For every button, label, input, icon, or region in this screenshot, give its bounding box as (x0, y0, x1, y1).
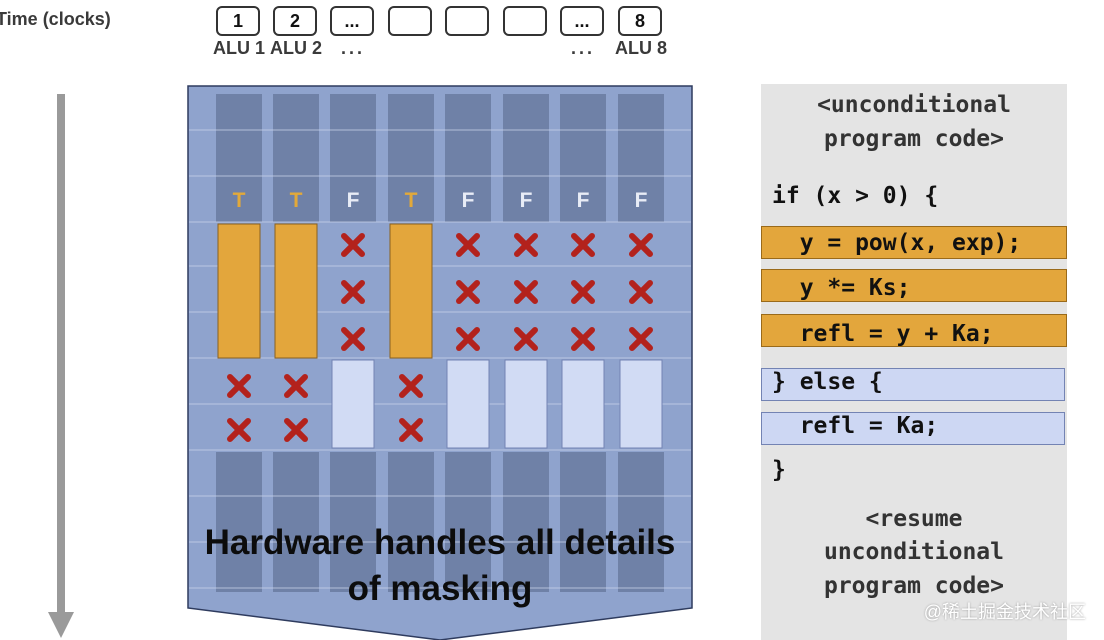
code-close-line: } (772, 457, 786, 483)
lane-if-masked-7-2 (571, 280, 595, 304)
lane-else-masked-2-2 (284, 418, 308, 442)
alu-box-1: 1 (216, 6, 260, 36)
code-stmt2: y *= Ks; (772, 275, 911, 301)
lane-idle-top-3 (330, 94, 376, 222)
alu-box-6 (503, 6, 547, 36)
alu-label-2: ALU 2 (269, 38, 322, 58)
lane-else-active-7 (561, 359, 605, 449)
lane-idle-top-4 (388, 94, 434, 222)
code-footer-2: unconditional (823, 539, 1004, 565)
lane-idle-top-2 (273, 94, 319, 222)
lane-condition-8: F (635, 189, 648, 212)
alu-box-3: ... (330, 6, 374, 36)
alu-box-7: ... (560, 6, 604, 36)
lane-if-masked-8-3 (629, 327, 653, 351)
lane-else-masked-1-2 (227, 418, 251, 442)
alu-box-2: 2 (273, 6, 317, 36)
lane-idle-top-8 (618, 94, 664, 222)
lane-else-masked-4-1 (399, 374, 423, 398)
lane-else-masked-4-2 (399, 418, 423, 442)
lane-idle-bottom-8 (618, 452, 664, 592)
lane-if-active-1 (217, 223, 261, 359)
lane-idle-bottom-5 (445, 452, 491, 592)
lane-if-masked-3-2 (341, 280, 365, 304)
lane-condition-5: F (462, 189, 475, 212)
lane-else-masked-1-1 (227, 374, 251, 398)
lane-idle-bottom-1 (216, 452, 262, 592)
gridlines (189, 129, 691, 589)
lane-if-active-4 (389, 223, 433, 359)
lane-if-masked-8-2 (629, 280, 653, 304)
highlight-else (761, 368, 1065, 401)
lane-columns (216, 94, 664, 592)
code-else-line: } else { (772, 369, 883, 395)
code-footer-1: <resume (865, 506, 963, 532)
lane-condition-6: F (520, 189, 533, 212)
code-stmt1: y = pow(x, exp); (772, 230, 1022, 256)
alu-box-5 (445, 6, 489, 36)
lane-idle-top-6 (503, 94, 549, 222)
lane-else-active-8 (619, 359, 663, 449)
lane-idle-top-5 (445, 94, 491, 222)
lane-if-masked-8-1 (629, 233, 653, 257)
highlight-stmt4 (761, 412, 1065, 445)
lane-if-masked-6-1 (514, 233, 538, 257)
lane-if-masked-3-3 (341, 327, 365, 351)
lane-else-active-3 (331, 359, 375, 449)
lane-condition-4: T (405, 189, 418, 212)
lane-if-masked-5-3 (456, 327, 480, 351)
lane-condition-7: F (577, 189, 590, 212)
lane-if-masked-7-3 (571, 327, 595, 351)
lane-condition-1: T (233, 189, 246, 212)
highlight-stmt2 (761, 269, 1067, 302)
lane-else-masked-2-1 (284, 374, 308, 398)
lane-idle-bottom-7 (560, 452, 606, 592)
lane-if-masked-7-1 (571, 233, 595, 257)
highlight-stmt3 (761, 314, 1067, 347)
lane-if-active-2 (274, 223, 318, 359)
code-header-1: <unconditional (817, 92, 1011, 118)
lane-else-active-5 (446, 359, 490, 449)
lane-else-active-6 (504, 359, 548, 449)
alu-box-8: 8 (618, 6, 662, 36)
lane-if-masked-5-2 (456, 280, 480, 304)
masking-caption: Hardware handles all details of masking (188, 520, 692, 612)
watermark: @稀土掘金技术社区 (923, 602, 1086, 622)
time-axis-label: Time (clocks) (0, 9, 111, 29)
lane-idle-top-1 (216, 94, 262, 222)
time-arrow (48, 94, 74, 638)
lane-if-masked-6-3 (514, 327, 538, 351)
alu-label-8: ALU 8 (614, 38, 667, 58)
lane-if-masked-6-2 (514, 280, 538, 304)
code-panel (761, 84, 1067, 640)
alu-label-3: ... (340, 38, 365, 58)
alu-label-7: ... (570, 38, 595, 58)
lane-condition-2: T (290, 189, 303, 212)
alu-box-4 (388, 6, 432, 36)
caption-line-1: Hardware handles all details (204, 523, 676, 562)
lane-if-masked-5-1 (456, 233, 480, 257)
highlight-stmt1 (761, 226, 1067, 259)
alu-label-1: ALU 1 (212, 38, 265, 58)
code-stmt3: refl = y + Ka; (772, 321, 994, 347)
lane-idle-bottom-6 (503, 452, 549, 592)
code-if-line: if (x > 0) { (772, 183, 939, 209)
lane-idle-bottom-3 (330, 452, 376, 592)
lane-idle-top-7 (560, 94, 606, 222)
lane-condition-3: F (347, 189, 360, 212)
code-stmt4: refl = Ka; (772, 413, 939, 439)
lane-idle-bottom-2 (273, 452, 319, 592)
code-footer-3: program code> (823, 573, 1004, 599)
lane-if-masked-3-1 (341, 233, 365, 257)
caption-line-2: of masking (347, 569, 533, 608)
lane-idle-bottom-4 (388, 452, 434, 592)
code-header-2: program code> (823, 126, 1004, 152)
